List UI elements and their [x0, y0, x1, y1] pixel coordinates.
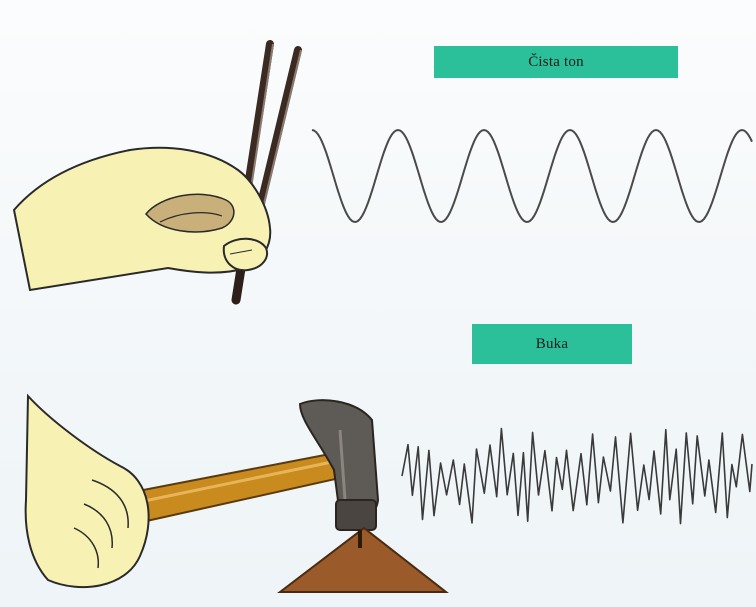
noise-wave [401, 427, 753, 525]
pure-tone-label: Čista ton [434, 46, 678, 78]
hand-holding-tuning-fork-icon [12, 40, 302, 305]
hand-holding-hammer-icon [24, 393, 449, 593]
pure-tone-wave [311, 128, 753, 223]
hammer-face [335, 499, 377, 531]
noise-label: Buka [472, 324, 632, 364]
hand-bottom [24, 393, 150, 589]
tuning-fork-prong-right [254, 46, 302, 220]
wedge [277, 526, 449, 593]
hand-top [12, 146, 272, 292]
